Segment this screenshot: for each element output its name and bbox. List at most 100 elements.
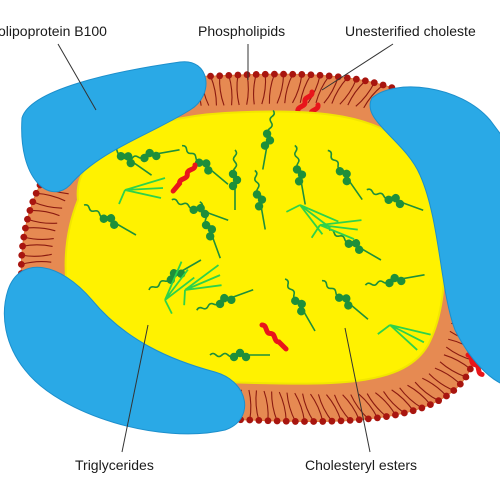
phospholipid-head	[355, 416, 363, 424]
apoB100-segment-right	[369, 86, 500, 384]
phospholipid-head	[18, 251, 26, 259]
ester-ring	[395, 199, 405, 209]
leader-unesterified-cholesterol	[321, 43, 394, 91]
cholesteryl-ester	[328, 228, 382, 261]
ester-ring	[391, 193, 400, 203]
phospholipid-head	[392, 411, 399, 419]
phospholipid-head	[352, 75, 360, 83]
phospholipid-head	[246, 416, 254, 424]
leader-apolipoprotein	[57, 43, 97, 111]
ester-ring	[342, 294, 351, 303]
phospholipid-head	[207, 72, 214, 80]
phospholipid-head	[346, 416, 354, 424]
phospholipid-head	[450, 387, 458, 394]
phospholipid-head	[328, 417, 336, 425]
triglyceride-chains	[310, 219, 362, 240]
phospholipid-head	[418, 404, 426, 412]
phospholipid-head	[298, 71, 306, 78]
cholesteryl-ester	[292, 144, 307, 205]
ester-ring	[351, 239, 361, 248]
ester-ring	[260, 141, 270, 150]
ester-ring	[354, 245, 364, 254]
phospholipid-head	[361, 77, 369, 85]
ester-ring	[189, 205, 198, 215]
ester-ring	[205, 232, 215, 241]
ester-ring	[257, 195, 267, 204]
ester-ring	[344, 301, 353, 310]
phospholipid-head	[243, 71, 251, 79]
triglyceride	[377, 324, 431, 351]
cholesteryl-ester	[327, 149, 363, 201]
ester-ring	[265, 136, 275, 145]
ester-ring	[344, 239, 354, 248]
phospholipid-head	[370, 79, 378, 87]
ester-ring	[384, 195, 393, 205]
phospholipid-head	[443, 392, 450, 400]
leader-triglycerides	[121, 324, 149, 453]
phospholipid-head	[379, 81, 387, 89]
phospholipid-head	[26, 207, 34, 214]
ester-ring	[201, 220, 211, 230]
phospholipid-head	[216, 72, 224, 80]
phospholipid-head	[32, 189, 40, 197]
triglyceride	[310, 219, 362, 240]
phospholipid-head	[374, 414, 381, 422]
core-free-cholesterol	[170, 162, 198, 194]
phospholipid-head	[273, 417, 281, 425]
phospholipid-head	[310, 418, 318, 425]
free-cholesterol	[465, 352, 485, 377]
core-molecules	[83, 109, 431, 362]
phospholipid-head	[325, 72, 333, 80]
phospholipid-head	[225, 71, 233, 79]
triglyceride	[285, 204, 339, 235]
ester-ring	[200, 209, 210, 219]
ester-ring	[291, 296, 300, 306]
triglyceride-chains	[377, 324, 431, 351]
phospholipid-head	[319, 418, 327, 425]
phospholipid-head	[22, 224, 29, 232]
cholesteryl-ester	[364, 273, 425, 288]
cholesteryl-ester	[366, 188, 424, 212]
ester-ring	[106, 214, 116, 223]
phospholipid-head	[337, 417, 345, 425]
cholesteryl-ester	[119, 148, 180, 163]
ester-ring	[196, 203, 205, 213]
ester-ring	[294, 177, 304, 186]
phospholipid-head	[316, 71, 324, 79]
ester-ring	[99, 214, 109, 223]
ester-ring	[220, 293, 229, 303]
ester-ring	[140, 153, 149, 163]
ester-ring	[241, 352, 251, 362]
ester-ring	[262, 129, 272, 138]
ester-ring	[204, 166, 213, 175]
free-cholesterol	[295, 89, 315, 114]
phospholipid-head	[264, 417, 272, 425]
ester-ring	[334, 293, 344, 302]
ester-ring	[145, 148, 154, 158]
ester-ring	[292, 165, 302, 174]
phospholipid-head	[466, 365, 474, 373]
triglyceride-chains	[118, 177, 166, 205]
phospholipid-head	[20, 233, 28, 241]
phospholipid-head	[19, 242, 26, 250]
phospholipid-head	[462, 373, 470, 381]
phospholipid-head	[435, 397, 443, 405]
triglyceride-chains	[285, 204, 339, 235]
label-cholesteryl-esters: Cholesteryl esters	[305, 457, 417, 473]
phospholipid-head	[456, 380, 464, 388]
ester-ring	[215, 299, 225, 309]
ester-ring	[228, 181, 238, 191]
cholesteryl-ester	[252, 169, 267, 230]
ester-ring	[397, 276, 406, 286]
phospholipid-head	[17, 260, 25, 268]
apoB100-segment-bottom-left	[3, 266, 246, 435]
triglyceride-chains	[164, 261, 195, 315]
ester-ring	[254, 202, 264, 211]
phospholipid-head	[383, 413, 390, 420]
cholesteryl-ester	[284, 278, 316, 332]
phospholipid-head	[409, 407, 417, 415]
label-unesterified-cholesterol: Unesterified choleste	[345, 23, 476, 39]
cholesteryl-ester	[260, 109, 276, 170]
phospholipid-head	[364, 415, 372, 423]
phospholipid-head	[255, 416, 263, 424]
